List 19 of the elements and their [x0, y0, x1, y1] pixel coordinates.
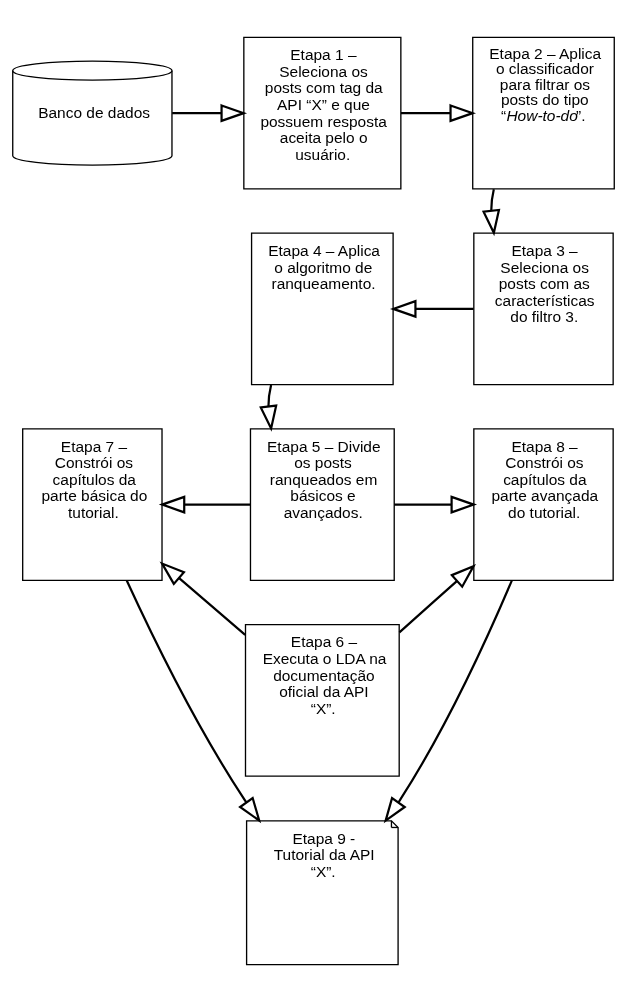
node-box: Etapa 3 – Seleciona os posts com as características do filtro 3.: [473, 231, 614, 385]
arrow: [400, 103, 476, 122]
node-box: Etapa 7 – Constrói os capítulos da parte básica do tutorial.: [22, 427, 163, 581]
arrow: [389, 299, 474, 318]
node-box: Etapa 6 – Executa o LDA na documentação oficial da API “X”.: [244, 623, 400, 777]
node-box: Etapa 4 – Aplica o algoritmo de ranqueamento.: [250, 231, 394, 385]
node-box: Etapa 1 – Seleciona os posts com tag da API “X” e que possuem resposta aceita pelo o usuário.: [243, 36, 402, 190]
arrow: [481, 188, 501, 236]
arrow: [398, 563, 476, 633]
arrow: [172, 103, 248, 122]
node-box: Etapa 2 – Aplica o classificador para filtrar os posts do tipo “How-to-do”.: [472, 36, 615, 190]
arrow: [159, 560, 246, 636]
node-box: Etapa 8 – Constrói os capítulos da parte avançada do tutorial.: [473, 427, 614, 581]
arrow: [383, 579, 513, 823]
arrow: [259, 384, 278, 432]
arrow: [125, 579, 262, 823]
arrow: [394, 494, 478, 514]
arrow: [158, 494, 251, 514]
node-box: Etapa 5 – Divide os posts ranqueados em básicos e avançados.: [249, 427, 395, 581]
